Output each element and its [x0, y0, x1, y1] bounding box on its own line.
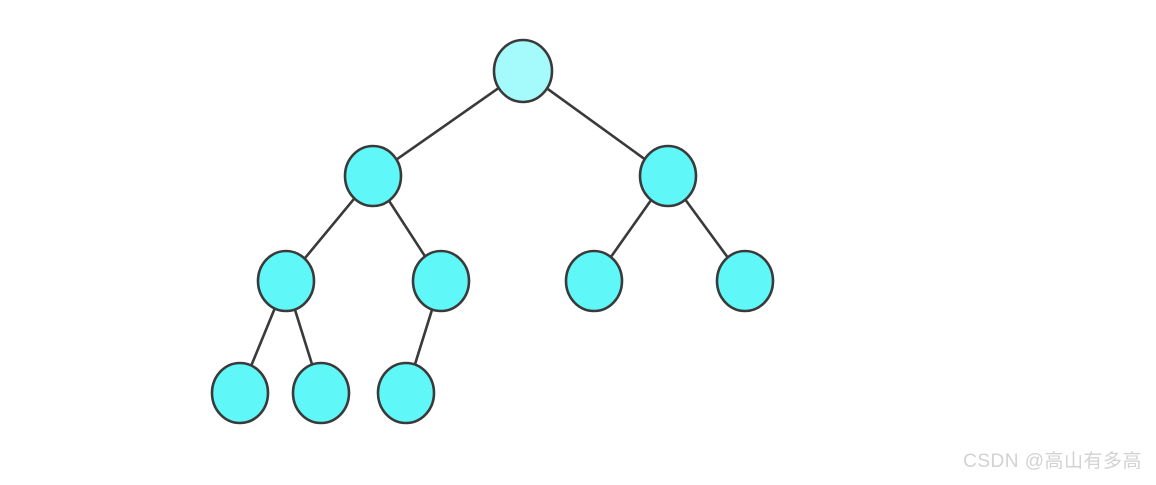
tree-edge [395, 86, 501, 161]
tree-node-circle[interactable] [564, 249, 624, 313]
tree-node-circle[interactable] [376, 361, 436, 425]
tree-edge [545, 87, 647, 161]
tree-node[interactable] [291, 361, 351, 425]
node-layer [210, 38, 775, 425]
tree-node[interactable] [343, 144, 403, 208]
tree-edge [609, 198, 653, 259]
tree-node-circle[interactable] [715, 249, 775, 313]
tree-edge [293, 308, 314, 366]
tree-node-circle[interactable] [638, 144, 698, 208]
tree-node-circle[interactable] [343, 144, 403, 208]
tree-node-circle[interactable] [291, 361, 351, 425]
tree-node[interactable] [564, 249, 624, 313]
tree-node[interactable] [256, 249, 316, 313]
tree-edge [387, 199, 427, 258]
tree-edge [683, 198, 730, 259]
tree-edge [303, 197, 356, 260]
tree-node[interactable] [376, 361, 436, 425]
tree-node-circle[interactable] [210, 361, 270, 425]
tree-node-circle[interactable] [411, 249, 471, 313]
tree-edge [413, 308, 434, 366]
tree-node[interactable] [715, 249, 775, 313]
tree-node[interactable] [411, 249, 471, 313]
csdn-watermark: CSDN @高山有多高 [963, 451, 1142, 472]
tree-node-circle[interactable] [256, 249, 316, 313]
tree-edge [249, 307, 277, 367]
edge-layer [249, 86, 730, 367]
tree-node[interactable] [638, 144, 698, 208]
tree-node[interactable] [492, 38, 554, 104]
tree-node-circle[interactable] [492, 38, 554, 104]
tree-node[interactable] [210, 361, 270, 425]
